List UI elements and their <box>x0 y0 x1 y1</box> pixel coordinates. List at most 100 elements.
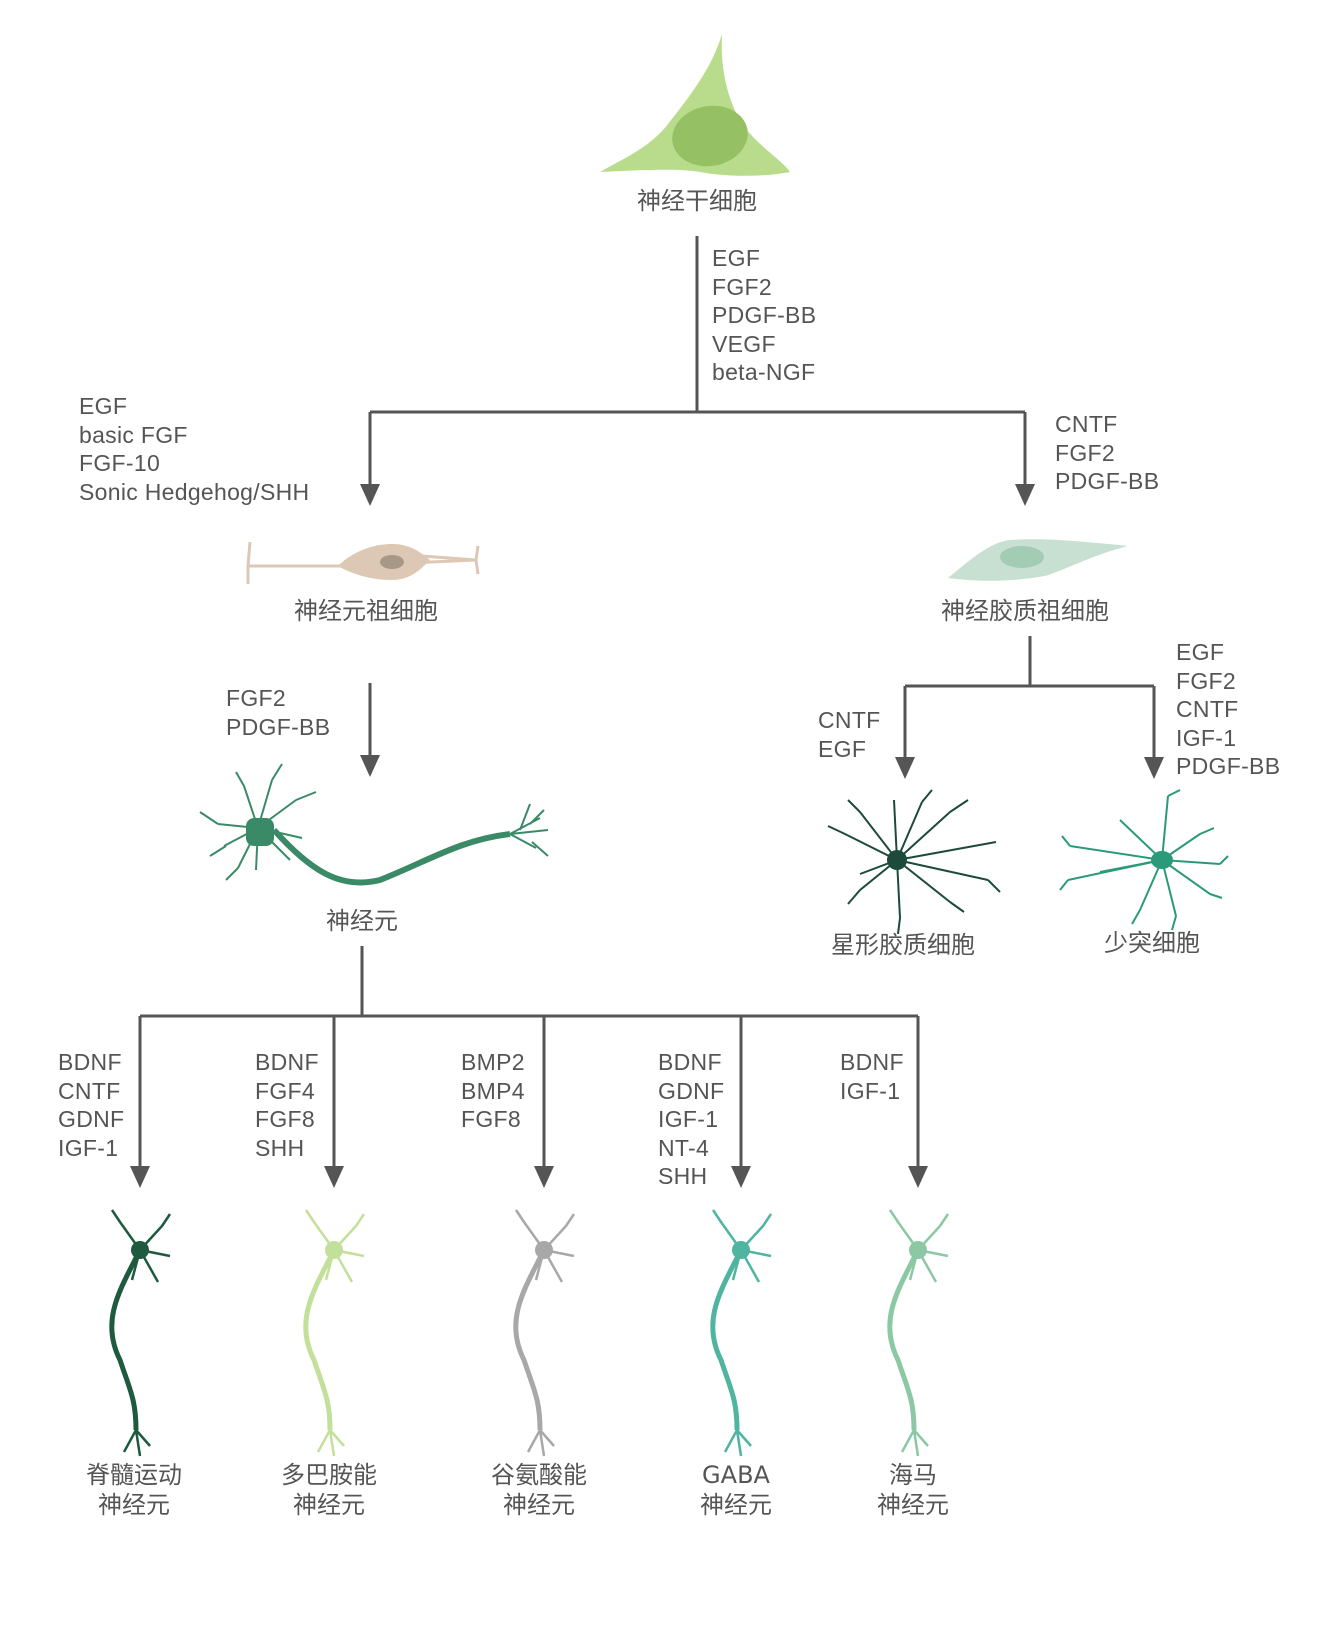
factor-item: EGF <box>79 393 128 419</box>
factor-item: CNTF <box>1176 696 1239 722</box>
factors-to-glutamatergic: BMP2 BMP4 FGF8 <box>461 1048 525 1134</box>
gaba-neuron-label-line1: GABA <box>702 1461 770 1489</box>
factors-to-gaba: BDNF GDNF IGF-1 NT-4 SHH <box>658 1048 724 1191</box>
factors-to-neuron: FGF2 PDGF-BB <box>226 684 330 741</box>
arrowhead-to-glutamatergic <box>534 1166 554 1188</box>
factor-item: FGF8 <box>461 1106 521 1132</box>
arrowhead-to-dopaminergic <box>324 1166 344 1188</box>
arrowhead-to-astrocyte <box>895 757 915 779</box>
factor-item: FGF2 <box>226 685 286 711</box>
arrowhead-to-motor <box>130 1166 150 1188</box>
factor-item: beta-NGF <box>712 359 816 385</box>
glial-progenitor-label: 神经胶质祖细胞 <box>941 597 1109 625</box>
motor-neuron-label-line2: 神经元 <box>98 1491 170 1519</box>
factor-item: IGF-1 <box>58 1134 119 1161</box>
factor-item: PDGF-BB <box>1176 753 1281 779</box>
stem-cell-label: 神经干细胞 <box>637 187 757 215</box>
factor-item: PDGF-BB <box>226 713 331 740</box>
factor-item: EGF <box>1176 639 1225 665</box>
astrocyte-label: 星形胶质细胞 <box>831 931 975 959</box>
factors-to-oligodendrocyte: EGF FGF2 CNTF IGF-1 PDGF-BB <box>1176 638 1280 781</box>
dopaminergic-neuron-label-line2: 神经元 <box>293 1491 365 1519</box>
motor-neuron-label: 脊髓运动 神经元 <box>86 1460 182 1520</box>
factors-stem-split: EGF FGF2 PDGF-BB VEGF beta-NGF <box>712 244 816 387</box>
factor-item: FGF8 <box>255 1106 315 1132</box>
factors-to-hippocampal: BDNF IGF-1 <box>840 1048 904 1105</box>
factor-item: BMP2 <box>461 1049 525 1075</box>
factor-item: IGF-1 <box>840 1077 901 1104</box>
factor-item: FGF2 <box>1055 439 1115 466</box>
hippocampal-neuron-label-line1: 海马 <box>889 1461 937 1489</box>
glial-progenitor-icon <box>948 539 1128 581</box>
factor-item: BDNF <box>840 1049 904 1075</box>
factor-item: FGF4 <box>255 1077 315 1104</box>
oligodendrocyte-soma <box>1151 851 1173 869</box>
motor-neuron-icon <box>109 1209 172 1457</box>
oligodendrocyte-label: 少突细胞 <box>1104 929 1200 957</box>
neuron-label: 神经元 <box>326 907 398 935</box>
factor-item: GDNF <box>58 1106 125 1132</box>
gaba-neuron-label: GABA 神经元 <box>700 1460 772 1520</box>
neuron-soma <box>246 818 274 846</box>
stem-cell-icon <box>600 34 790 176</box>
arrowhead-to-gaba <box>731 1166 751 1188</box>
neuron-dendrites <box>199 763 317 881</box>
factor-item: CNTF <box>1055 411 1118 437</box>
factor-item: FGF-10 <box>79 450 161 476</box>
motor-neuron-label-line1: 脊髓运动 <box>86 1461 182 1489</box>
neuronal-progenitor-icon <box>246 541 480 584</box>
factor-item: VEGF <box>712 330 776 357</box>
glutamatergic-neuron-icon <box>513 1209 576 1457</box>
factor-item: SHH <box>255 1134 305 1161</box>
factor-item: NT-4 <box>658 1134 710 1161</box>
oligodendrocyte-icon <box>1059 789 1229 931</box>
gaba-neuron-icon <box>710 1209 773 1457</box>
factors-to-neuronal-progenitor: EGF basic FGF FGF-10 Sonic Hedgehog/SHH <box>79 392 309 506</box>
stem-cell-nucleus <box>672 105 748 167</box>
factor-item: BDNF <box>658 1049 722 1075</box>
factor-item: FGF2 <box>712 273 772 300</box>
arrowhead-to-glial-progenitor <box>1015 484 1035 506</box>
factor-item: PDGF-BB <box>712 302 817 328</box>
connector-lines <box>138 236 1156 1170</box>
hippocampal-neuron-icon <box>887 1209 950 1457</box>
factors-to-astrocyte: CNTF EGF <box>818 706 881 763</box>
factor-item: EGF <box>712 245 761 271</box>
gaba-neuron-label-line2: 神经元 <box>700 1491 772 1519</box>
factor-item: GDNF <box>658 1077 725 1104</box>
arrowhead-to-oligodendrocyte <box>1144 757 1164 779</box>
factor-item: SHH <box>658 1163 708 1189</box>
factor-item: BMP4 <box>461 1077 525 1104</box>
hippocampal-neuron-label-line2: 神经元 <box>877 1491 949 1519</box>
factor-item: BDNF <box>255 1049 319 1075</box>
factors-to-dopaminergic: BDNF FGF4 FGF8 SHH <box>255 1048 319 1162</box>
dopaminergic-neuron-label: 多巴胺能 神经元 <box>281 1460 377 1520</box>
factor-item: CNTF <box>818 707 881 733</box>
factor-item: FGF2 <box>1176 667 1236 694</box>
factor-item: CNTF <box>58 1077 121 1104</box>
factors-to-glial-progenitor: CNTF FGF2 PDGF-BB <box>1055 410 1159 496</box>
astrocyte-soma <box>887 850 907 870</box>
arrowhead-to-hippocampal <box>908 1166 928 1188</box>
factor-item: EGF <box>818 735 867 762</box>
factor-item: basic FGF <box>79 421 188 448</box>
arrowhead-to-neuron <box>360 755 380 777</box>
neuron-icon <box>199 763 549 886</box>
dopaminergic-neuron-icon <box>303 1209 366 1457</box>
arrowhead-to-neuronal-progenitor <box>360 484 380 506</box>
hippocampal-neuron-label: 海马 神经元 <box>877 1460 949 1520</box>
factor-item: PDGF-BB <box>1055 468 1160 494</box>
arrowheads <box>130 484 1164 1188</box>
dopaminergic-neuron-label-line1: 多巴胺能 <box>281 1461 377 1489</box>
factor-item: IGF-1 <box>1176 724 1237 751</box>
glutamatergic-neuron-label-line2: 神经元 <box>503 1491 575 1519</box>
factors-to-motor: BDNF CNTF GDNF IGF-1 <box>58 1048 124 1162</box>
neuronal-progenitor-label: 神经元祖细胞 <box>294 597 438 625</box>
factor-item: Sonic Hedgehog/SHH <box>79 478 310 505</box>
factor-item: IGF-1 <box>658 1106 719 1132</box>
factor-item: BDNF <box>58 1049 122 1075</box>
glutamatergic-neuron-label-line1: 谷氨酸能 <box>491 1461 587 1489</box>
glutamatergic-neuron-label: 谷氨酸能 神经元 <box>491 1460 587 1520</box>
astrocyte-icon <box>827 789 1001 935</box>
